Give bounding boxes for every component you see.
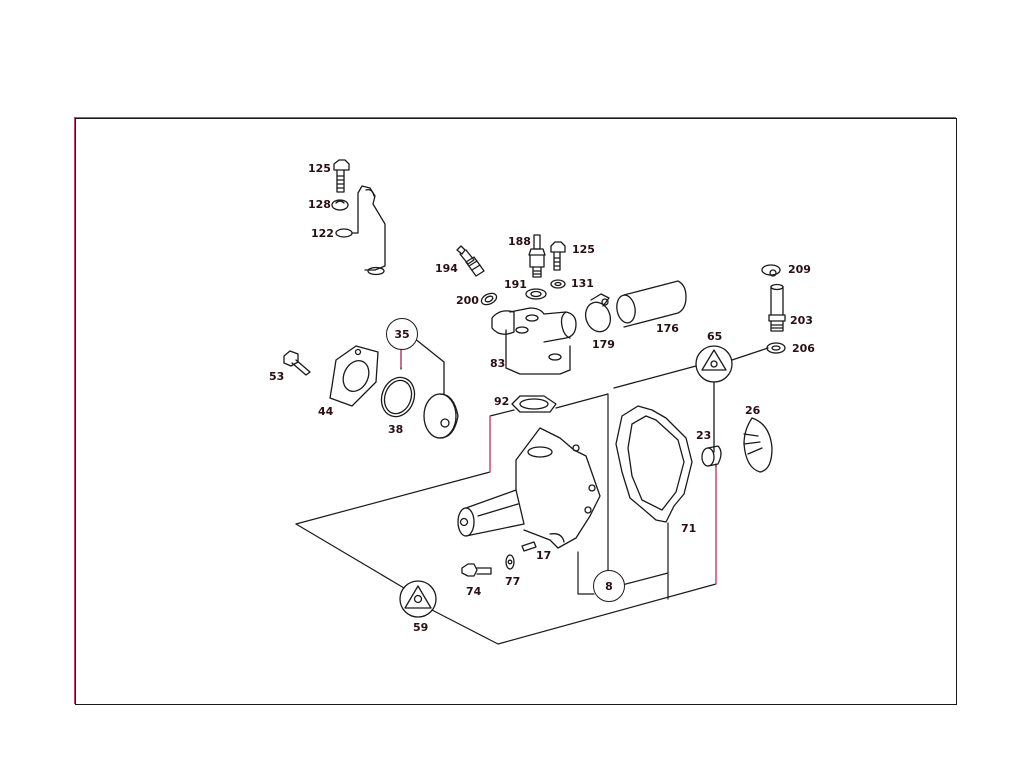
callout-circle-35[interactable]: 35 <box>386 318 418 350</box>
hose-176-icon <box>616 280 687 328</box>
detail-59-icon <box>399 580 437 618</box>
callout-203[interactable]: 203 <box>790 314 813 327</box>
callout-122[interactable]: 122 <box>311 227 334 240</box>
bolt-74-icon <box>461 563 492 577</box>
callout-44[interactable]: 44 <box>318 405 334 418</box>
callout-65[interactable]: 65 <box>707 330 723 343</box>
gasket-92-icon <box>511 395 557 413</box>
callout-200[interactable]: 200 <box>456 294 479 307</box>
cover-44-icon <box>329 345 379 407</box>
bearing-seal-23-icon <box>701 445 722 467</box>
callout-77[interactable]: 77 <box>505 575 521 588</box>
callout-125b[interactable]: 125 <box>572 243 595 256</box>
callout-188[interactable]: 188 <box>508 235 531 248</box>
callout-176[interactable]: 176 <box>656 322 679 335</box>
callout-125[interactable]: 125 <box>308 162 331 175</box>
washer-206-icon <box>766 342 786 354</box>
pipe-203-icon <box>768 283 786 332</box>
gasket-71-icon <box>615 405 693 523</box>
callout-23[interactable]: 23 <box>696 429 712 442</box>
thermostat-housing-83-icon <box>491 307 577 375</box>
bolt-125-icon <box>333 159 350 193</box>
bolt-125b-icon <box>550 241 566 271</box>
sensor-194-icon <box>456 245 485 277</box>
callout-74[interactable]: 74 <box>466 585 482 598</box>
temperature-sender-188-icon <box>528 234 546 278</box>
callout-179[interactable]: 179 <box>592 338 615 351</box>
water-pump-body-icon <box>457 427 601 549</box>
callout-83[interactable]: 83 <box>490 357 506 370</box>
callout-8-label: 8 <box>605 579 613 593</box>
callout-194[interactable]: 194 <box>435 262 458 275</box>
bolt-53-icon <box>283 350 311 376</box>
impeller-26-icon <box>743 417 773 473</box>
thermostat-icon <box>423 393 459 439</box>
washer-131-icon <box>550 279 566 289</box>
diagram-frame <box>75 118 957 705</box>
callout-191[interactable]: 191 <box>504 278 527 291</box>
seal-ring-200-icon <box>480 292 498 306</box>
callout-71[interactable]: 71 <box>681 522 697 535</box>
callout-92[interactable]: 92 <box>494 395 510 408</box>
callout-17[interactable]: 17 <box>536 549 552 562</box>
callout-209[interactable]: 209 <box>788 263 811 276</box>
callout-128[interactable]: 128 <box>308 198 331 211</box>
hose-clamp-179-icon <box>584 293 612 333</box>
detail-65-icon <box>695 345 733 383</box>
stud-17-icon <box>521 541 537 552</box>
callout-59[interactable]: 59 <box>413 621 429 634</box>
callout-206[interactable]: 206 <box>792 342 815 355</box>
callout-38[interactable]: 38 <box>388 423 404 436</box>
bracket-122-icon <box>335 185 386 276</box>
clamp-209-icon <box>761 264 781 277</box>
clip-128-icon <box>331 199 349 211</box>
callout-26[interactable]: 26 <box>745 404 761 417</box>
washer-191-icon <box>525 288 547 300</box>
callout-35-label: 35 <box>394 327 410 341</box>
callout-53[interactable]: 53 <box>269 370 285 383</box>
washer-77-icon <box>505 554 515 570</box>
callout-circle-8[interactable]: 8 <box>593 570 625 602</box>
callout-131[interactable]: 131 <box>571 277 594 290</box>
o-ring-38-icon <box>380 376 416 418</box>
